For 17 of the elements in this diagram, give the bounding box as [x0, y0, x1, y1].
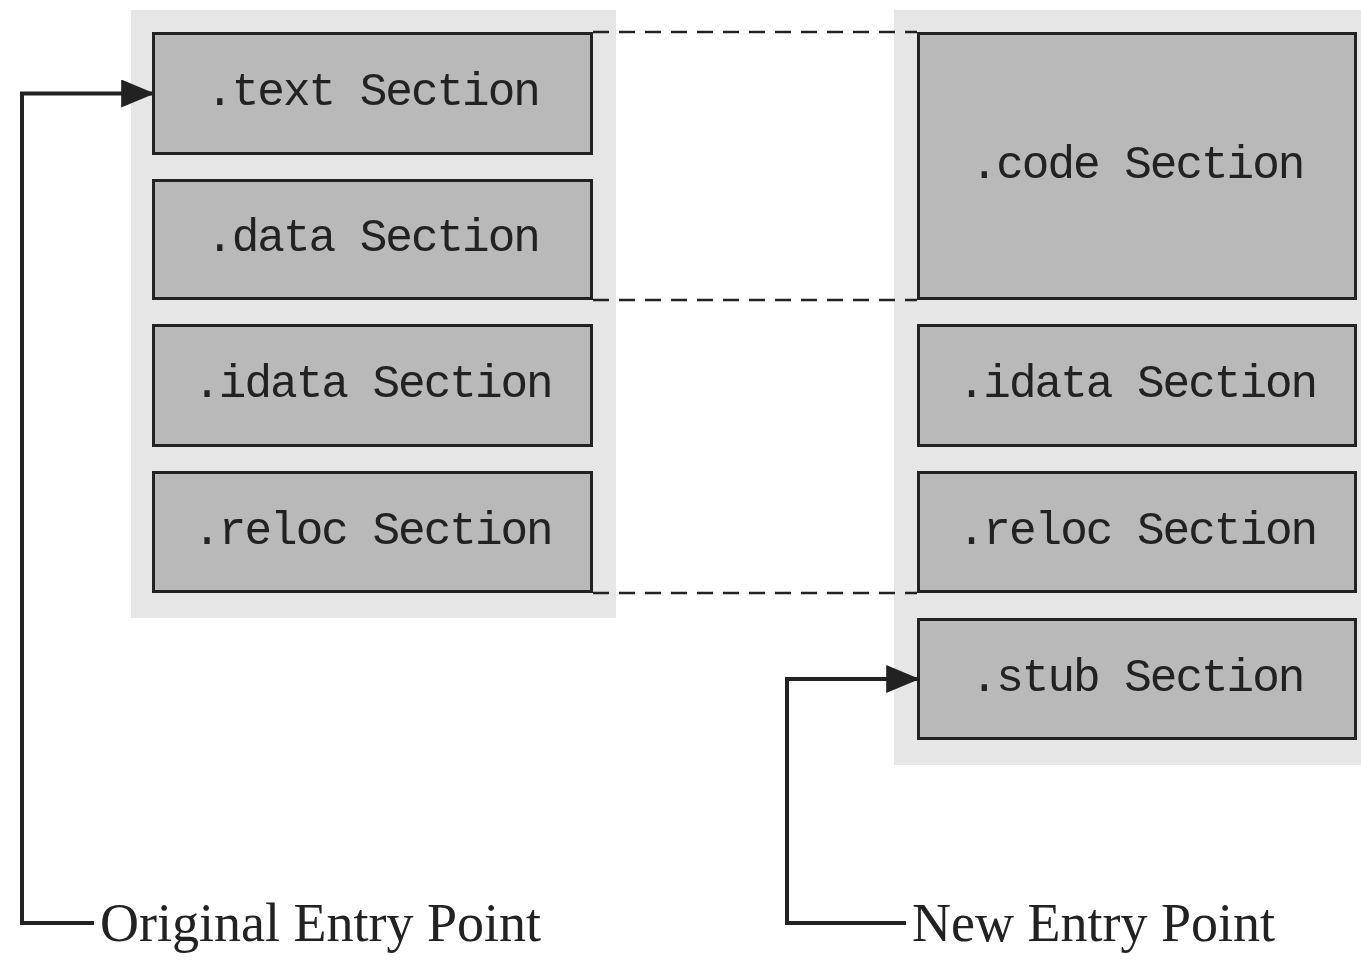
section-box: .text Section [152, 32, 593, 155]
entry-point-label: Original Entry Point [100, 888, 660, 958]
section-box: .code Section [917, 32, 1357, 300]
section-box: .idata Section [917, 324, 1357, 447]
section-group-panel [131, 10, 616, 618]
arrow [20, 79, 155, 925]
section-box: .reloc Section [152, 471, 593, 593]
arrow [785, 665, 920, 925]
dashed-connector [593, 30, 917, 34]
section-box: .data Section [152, 179, 593, 300]
section-box: .stub Section [917, 618, 1357, 740]
dashed-connector [593, 298, 917, 302]
section-box: .reloc Section [917, 471, 1357, 593]
dashed-connector [593, 591, 917, 595]
entry-point-label: New Entry Point [912, 888, 1361, 958]
section-box: .idata Section [152, 324, 593, 447]
section-group-panel [894, 10, 1361, 765]
